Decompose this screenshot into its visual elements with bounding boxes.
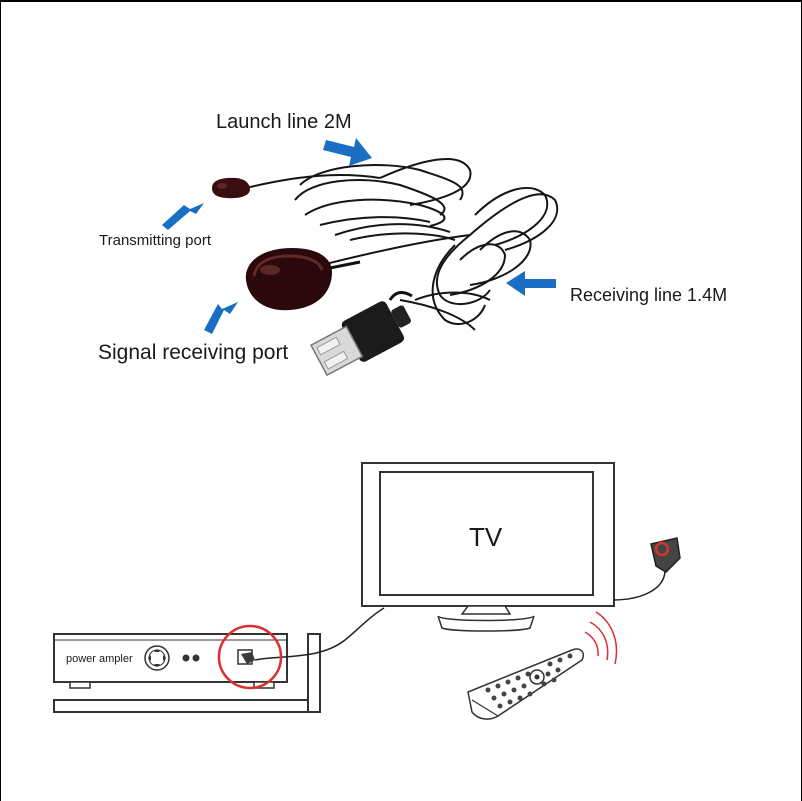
ir-extender-product bbox=[162, 138, 558, 377]
power-amplifier bbox=[53, 633, 288, 689]
transmitting-port bbox=[212, 177, 250, 199]
power-amplifier-label: power ampler bbox=[66, 653, 133, 665]
signal-receiving-port bbox=[245, 248, 361, 311]
emitter-highlight bbox=[217, 624, 283, 690]
arrow-signal-port bbox=[204, 302, 238, 334]
usage-illustration bbox=[53, 462, 681, 720]
usb-plug bbox=[310, 291, 413, 377]
remote-buttons bbox=[485, 653, 573, 709]
arrow-receiving-line bbox=[506, 271, 556, 296]
tv-label: TV bbox=[469, 522, 503, 552]
tv bbox=[361, 462, 615, 632]
callout-arrows bbox=[162, 138, 556, 334]
remote-control bbox=[467, 648, 584, 720]
launch-line-cable bbox=[245, 158, 472, 241]
arrow-launch-line bbox=[323, 138, 372, 166]
ir-receiver-tv bbox=[612, 537, 681, 601]
transmitting-port-label: Transmitting port bbox=[99, 232, 211, 249]
launch-line-label: Launch line 2M bbox=[216, 111, 352, 133]
emitter-cable bbox=[254, 607, 385, 661]
signal-waves bbox=[584, 611, 618, 665]
receiving-line-label: Receiving line 1.4M bbox=[570, 285, 728, 305]
signal-receiving-port-label: Signal receiving port bbox=[98, 341, 289, 364]
arrow-transmitting-port bbox=[162, 203, 204, 230]
receiving-line-cable bbox=[309, 186, 558, 331]
